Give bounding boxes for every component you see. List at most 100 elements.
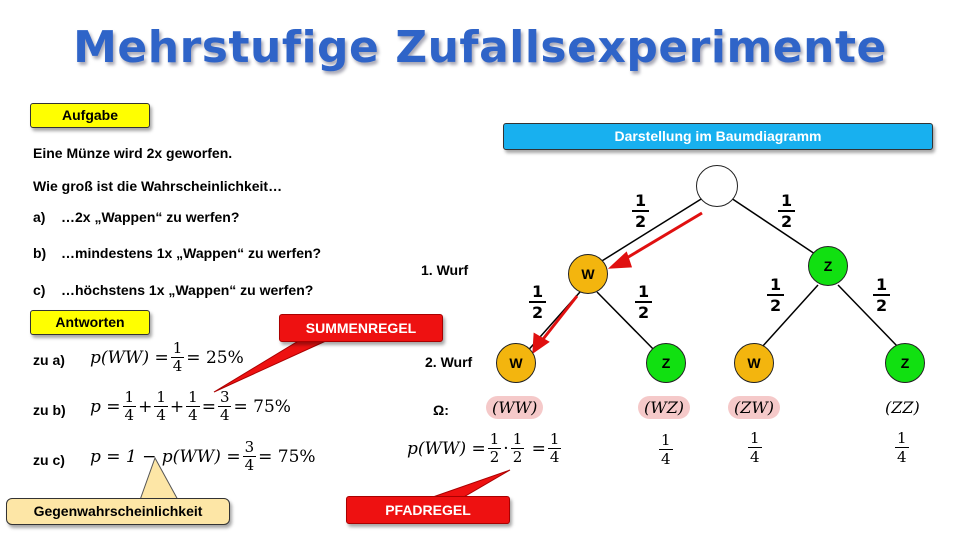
omega-label: Ω: bbox=[433, 402, 449, 418]
tree-node-level2-ww: W bbox=[496, 343, 536, 383]
tree-header: Darstellung im Baumdiagramm bbox=[503, 123, 933, 150]
fraction-numerator: 1 bbox=[632, 191, 650, 212]
task-badge: Aufgabe bbox=[30, 103, 150, 128]
fraction-denominator: 2 bbox=[532, 303, 544, 322]
fraction-denominator: 2 bbox=[512, 448, 523, 466]
outcome-ww: (WW) bbox=[486, 396, 544, 419]
fraction-denominator: 4 bbox=[750, 448, 760, 466]
fraction-numerator: 1 bbox=[778, 191, 796, 212]
path-formula-eq: = bbox=[471, 438, 486, 459]
fraction-numerator: 1 bbox=[154, 388, 168, 407]
task-item-c-letter: c) bbox=[33, 282, 46, 298]
tree-node-level2-wz: Z bbox=[646, 343, 686, 383]
fraction-numerator: 1 bbox=[487, 430, 502, 449]
outcome-zw: (ZW) bbox=[728, 396, 781, 419]
level1-label: 1. Wurf bbox=[421, 262, 469, 278]
tree-node-level1-w: W bbox=[568, 254, 608, 294]
answer-a-eq: = bbox=[154, 347, 169, 368]
fraction-denominator: 4 bbox=[188, 406, 198, 424]
fraction-denominator: 4 bbox=[897, 448, 907, 466]
fraction-denominator: 2 bbox=[770, 296, 782, 315]
branch-z-z bbox=[837, 284, 899, 348]
fraction-numerator: 3 bbox=[217, 388, 232, 407]
fraction-denominator: 2 bbox=[635, 212, 647, 231]
fraction-denominator: 4 bbox=[124, 406, 135, 424]
fraction-denominator: 4 bbox=[156, 406, 166, 424]
arrowhead-icon bbox=[532, 332, 550, 354]
fraction-numerator: 1 bbox=[529, 282, 547, 303]
task-item-c-text: …höchstens 1x „Wappen“ zu werfen? bbox=[61, 282, 314, 298]
path-formula-eq-2: = bbox=[531, 438, 546, 459]
tree-node-level1-z: Z bbox=[808, 246, 848, 286]
fraction-denominator: 4 bbox=[244, 456, 255, 474]
answer-a-result: = 25% bbox=[186, 347, 244, 368]
page-title: Mehrstufige Zufallsexperimente bbox=[73, 22, 887, 73]
arrowhead-icon bbox=[607, 251, 633, 269]
fraction-numerator: 1 bbox=[547, 430, 562, 449]
task-item-b-letter: b) bbox=[33, 245, 47, 261]
answer-b-eq: = bbox=[106, 396, 121, 417]
fraction-denominator: 2 bbox=[781, 212, 793, 231]
tree-node-level2-zw: W bbox=[734, 343, 774, 383]
fraction-denominator: 4 bbox=[661, 450, 671, 468]
fraction-numerator: 1 bbox=[748, 429, 762, 448]
answer-c-result: = 75% bbox=[258, 446, 316, 467]
fraction-denominator: 2 bbox=[876, 296, 888, 315]
fraction-denominator: 4 bbox=[549, 448, 560, 466]
fraction-denominator: 2 bbox=[489, 448, 500, 466]
branch-root-w bbox=[596, 195, 707, 265]
task-line-1: Eine Münze wird 2x geworfen. bbox=[33, 145, 233, 161]
fraction-denominator: 2 bbox=[638, 303, 650, 322]
fraction-numerator: 1 bbox=[895, 429, 909, 448]
answer-b-eq-2: = bbox=[201, 396, 216, 417]
task-item-a-text: …2x „Wappen“ zu werfen? bbox=[61, 209, 240, 225]
tree-root-node bbox=[696, 165, 738, 207]
answer-a-lhs: p(WW) bbox=[90, 347, 150, 368]
outcome-wz: (WZ) bbox=[638, 396, 691, 419]
answers-badge: Antworten bbox=[30, 310, 150, 335]
plus-sign: + bbox=[169, 396, 185, 417]
answer-b-label: zu b) bbox=[33, 402, 66, 418]
answer-c-eq: = bbox=[226, 446, 241, 467]
fraction-numerator: 1 bbox=[170, 339, 185, 358]
multiply-dot: · bbox=[503, 438, 509, 459]
answer-c-lhs: p = 1 − p(WW) bbox=[90, 446, 221, 467]
task-line-2: Wie groß ist die Wahrscheinlichkeit… bbox=[33, 178, 283, 194]
fraction-numerator: 1 bbox=[873, 275, 891, 296]
fraction-numerator: 3 bbox=[242, 438, 257, 457]
task-item-b-text: …mindestens 1x „Wappen“ zu werfen? bbox=[61, 245, 322, 261]
gegenwahrscheinlichkeit-callout: Gegenwahrscheinlichkeit bbox=[6, 498, 230, 525]
answer-b-lhs: p bbox=[90, 396, 101, 417]
fraction-numerator: 1 bbox=[635, 282, 653, 303]
fraction-numerator: 1 bbox=[510, 430, 525, 449]
task-item-a-letter: a) bbox=[33, 209, 46, 225]
level2-label: 2. Wurf bbox=[425, 354, 473, 370]
outcome-zz: (ZZ) bbox=[885, 398, 920, 417]
plus-sign: + bbox=[138, 396, 153, 417]
fraction-numerator: 1 bbox=[659, 431, 673, 450]
path-formula-lhs: p(WW) bbox=[407, 438, 467, 459]
branch-root-z bbox=[727, 195, 819, 257]
tree-node-level2-zz: Z bbox=[885, 343, 925, 383]
answer-b-result: = 75% bbox=[233, 396, 291, 417]
